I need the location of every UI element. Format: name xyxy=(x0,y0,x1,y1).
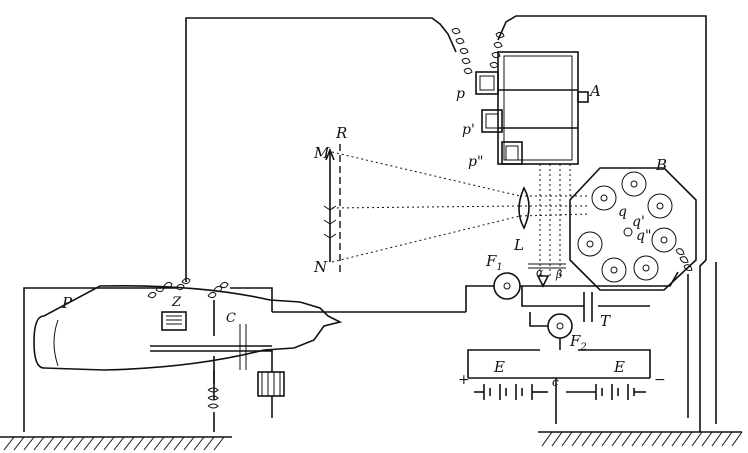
label-q: q xyxy=(618,204,627,220)
shutter-alpha-beta xyxy=(528,263,566,288)
selenium-cell-f2 xyxy=(529,312,573,350)
label-n: N xyxy=(313,258,328,276)
label-q-prime: q' xyxy=(632,214,645,230)
label-a: A xyxy=(588,82,601,100)
label-r: R xyxy=(335,124,347,142)
label-c-battery: c xyxy=(552,375,559,389)
battery-left xyxy=(474,384,548,400)
label-alpha: α xyxy=(536,266,544,279)
label-t: T xyxy=(600,312,611,330)
battery-right xyxy=(566,384,646,400)
labels: p p' p" A B R M N L q q' q" F1 F2 T E E … xyxy=(61,82,667,389)
camera-a xyxy=(475,51,589,165)
label-p-prime: p' xyxy=(462,122,475,138)
tube-p xyxy=(33,284,343,418)
label-e-left: E xyxy=(493,358,505,376)
label-minus: − xyxy=(654,372,666,388)
label-l: L xyxy=(513,236,524,254)
wiring xyxy=(23,15,717,432)
label-p-double-prime: p" xyxy=(468,154,483,170)
label-m: M xyxy=(313,144,330,162)
light-rays xyxy=(331,151,591,276)
label-p-tube: P xyxy=(61,294,73,312)
lens-l xyxy=(518,186,530,230)
disc-b xyxy=(569,167,697,291)
label-f1: F1 xyxy=(485,252,503,273)
label-e-right: E xyxy=(613,358,625,376)
label-f2: F2 xyxy=(569,332,587,353)
ground-right xyxy=(538,431,743,447)
label-beta: β xyxy=(555,268,562,281)
label-b: B xyxy=(655,156,667,174)
screen-r xyxy=(323,144,341,272)
capacitor-t xyxy=(583,292,593,322)
label-c-tube: C xyxy=(226,311,236,326)
label-q-double-prime: q" xyxy=(636,228,651,244)
label-plus: + xyxy=(458,372,470,388)
label-z: Z xyxy=(171,295,182,310)
ground-left xyxy=(0,436,232,451)
label-p: p xyxy=(456,86,465,102)
selenium-cell-f1 xyxy=(493,272,521,300)
